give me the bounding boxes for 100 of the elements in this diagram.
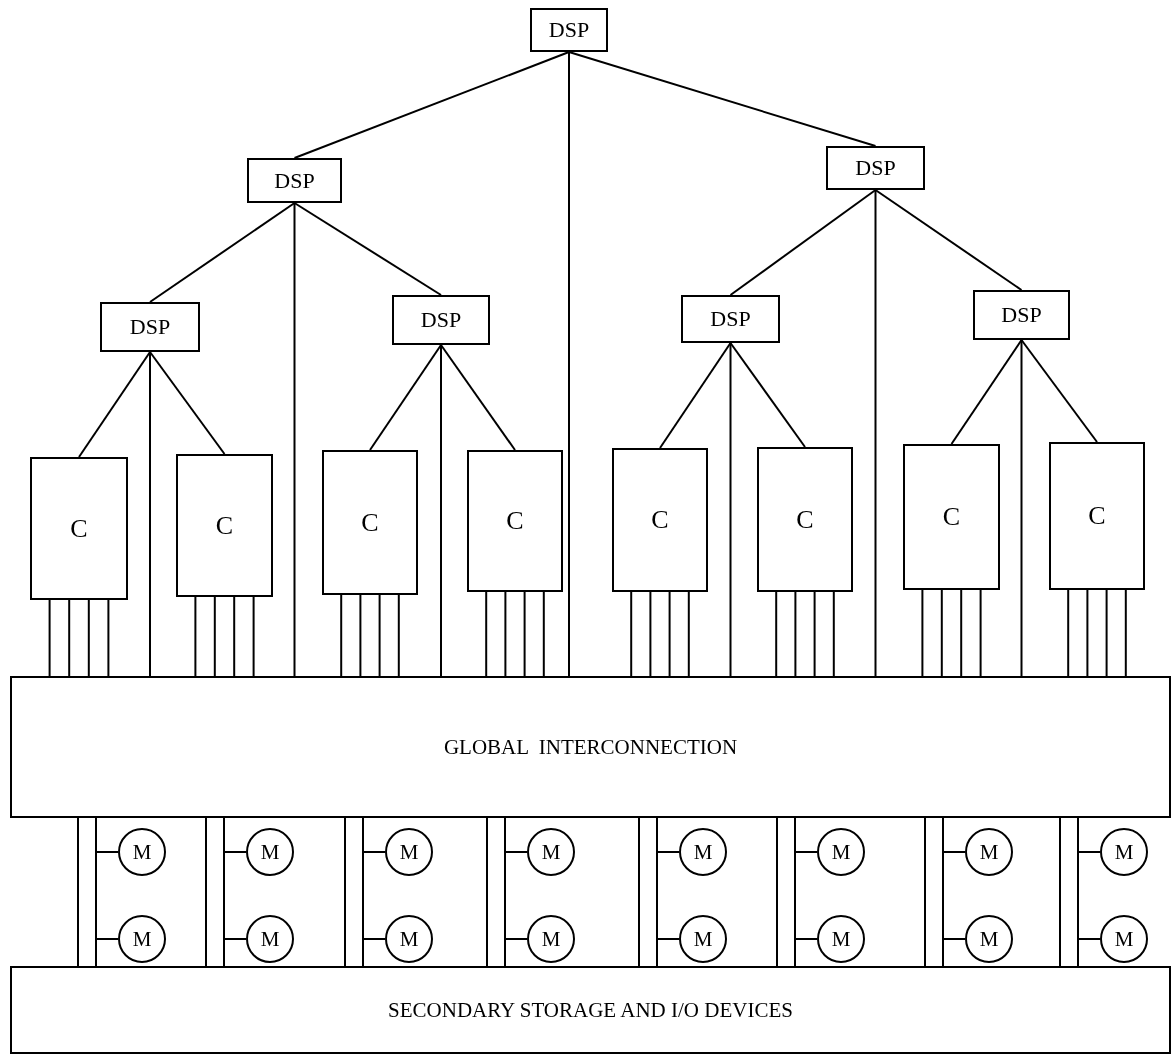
- memory-circle: [1100, 915, 1148, 963]
- connector-line: [95, 817, 97, 967]
- connector-line: [794, 817, 796, 967]
- connector-line: [776, 817, 778, 967]
- node-label: M: [399, 839, 419, 865]
- connector-line: [542, 591, 545, 677]
- connector-line: [638, 817, 640, 967]
- connector-line: [729, 189, 877, 296]
- connector-line: [77, 817, 79, 967]
- connector-line: [213, 596, 216, 677]
- node-label: M: [260, 839, 280, 865]
- connector-line: [940, 589, 943, 677]
- connector-line: [775, 591, 778, 677]
- connector-line: [921, 589, 924, 677]
- cluster-box: [1049, 442, 1145, 590]
- cluster-box: [176, 454, 273, 597]
- connector-stub: [941, 938, 966, 940]
- connector-line: [362, 817, 364, 967]
- connector-line: [397, 594, 400, 677]
- cluster-box: [903, 444, 1000, 590]
- connector-line: [924, 817, 926, 967]
- connector-line: [48, 599, 51, 677]
- connector-stub: [94, 938, 119, 940]
- connector-line: [440, 344, 442, 677]
- connector-line: [668, 591, 671, 677]
- node-label: C: [506, 506, 524, 536]
- node-label: M: [132, 926, 152, 952]
- connector-line: [233, 596, 236, 677]
- processor-box: [100, 302, 200, 352]
- memory-circle: [246, 828, 294, 876]
- node-label: M: [979, 839, 999, 865]
- connector-line: [950, 339, 1023, 445]
- connector-line: [523, 591, 526, 677]
- memory-circle: [679, 915, 727, 963]
- connector-line: [1020, 339, 1098, 443]
- connector-line: [223, 817, 225, 967]
- node-label: C: [942, 502, 961, 532]
- connector-line: [359, 594, 362, 677]
- connector-line: [960, 589, 963, 677]
- node-label: DSP: [855, 155, 896, 181]
- connector-stub: [222, 851, 247, 853]
- node-label: DSP: [710, 306, 751, 332]
- connector-line: [344, 817, 346, 967]
- connector-line: [504, 591, 507, 677]
- connector-line: [68, 599, 71, 677]
- connector-line: [813, 591, 816, 677]
- connector-line: [149, 202, 296, 303]
- node-label: C: [651, 505, 669, 535]
- node-label: M: [831, 839, 851, 865]
- memory-circle: [385, 915, 433, 963]
- node-label: M: [541, 926, 561, 952]
- connector-line: [1077, 817, 1079, 967]
- node-label: DSP: [129, 314, 171, 340]
- connector-line: [293, 51, 570, 159]
- connector-line: [1086, 589, 1089, 677]
- cluster-box: [322, 450, 418, 595]
- connector-line: [87, 599, 90, 677]
- processor-box: [247, 158, 342, 203]
- connector-stub: [503, 851, 528, 853]
- node-label: C: [70, 513, 88, 544]
- connector-line: [149, 351, 151, 677]
- connector-line: [149, 351, 226, 455]
- node-label: M: [693, 926, 713, 952]
- bus-band: [10, 676, 1171, 818]
- connector-line: [1124, 589, 1127, 677]
- connector-line: [504, 817, 506, 967]
- connector-stub: [361, 851, 386, 853]
- connector-stub: [655, 851, 680, 853]
- processor-box: [973, 290, 1070, 340]
- connector-stub: [1076, 938, 1101, 940]
- node-label: M: [399, 926, 419, 952]
- node-label: C: [361, 507, 379, 538]
- memory-circle: [385, 828, 433, 876]
- connector-line: [107, 599, 110, 677]
- connector-line: [687, 591, 690, 677]
- memory-circle: [965, 828, 1013, 876]
- connector-line: [649, 591, 652, 677]
- memory-circle: [817, 915, 865, 963]
- memory-circle: [246, 915, 294, 963]
- connector-line: [440, 344, 516, 451]
- connector-stub: [94, 851, 119, 853]
- node-label: M: [260, 926, 280, 952]
- memory-circle: [679, 828, 727, 876]
- memory-circle: [1100, 828, 1148, 876]
- bus-band: [10, 966, 1171, 1054]
- connector-line: [378, 594, 381, 677]
- connector-line: [568, 51, 570, 677]
- node-label: C: [796, 504, 814, 535]
- connector-line: [568, 51, 877, 147]
- connector-line: [194, 596, 197, 677]
- node-label: M: [541, 839, 561, 865]
- connector-line: [729, 342, 806, 448]
- connector-line: [794, 591, 797, 677]
- node-label: DSP: [1001, 302, 1042, 328]
- connector-line: [1059, 817, 1061, 967]
- node-label: C: [1088, 501, 1106, 531]
- node-label: C: [215, 510, 234, 541]
- processor-box: [681, 295, 780, 343]
- memory-circle: [527, 915, 575, 963]
- cluster-box: [30, 457, 128, 600]
